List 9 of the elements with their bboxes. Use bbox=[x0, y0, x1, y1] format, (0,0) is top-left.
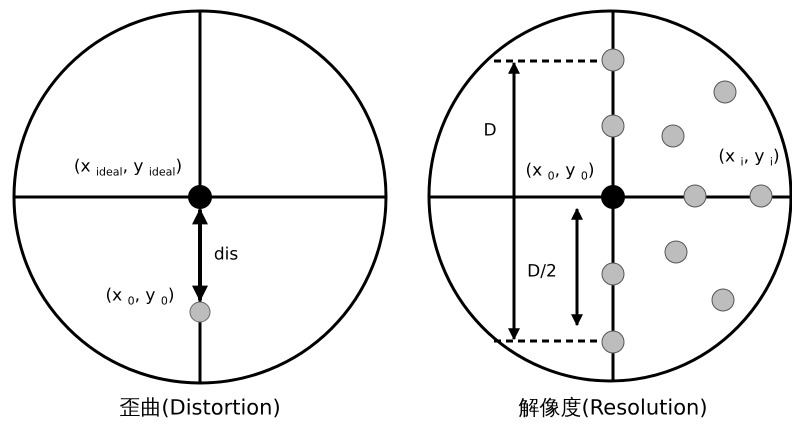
coordinate-label: (x $_{0}$, y $_{0}$) bbox=[525, 161, 595, 183]
coordinate-label: (x $_{ideal}$, y $_{ideal}$) bbox=[74, 157, 182, 179]
dimension-label: D/2 bbox=[527, 262, 557, 282]
caption: 解像度(Resolution) bbox=[518, 396, 708, 420]
caption: 歪曲(Distortion) bbox=[119, 396, 281, 420]
dimension-label: D bbox=[483, 122, 497, 140]
coordinate-label: (x $_{0}$, y $_{0}$) bbox=[105, 286, 175, 308]
coordinate-label: (x $_{i}$, y $_{i}$) bbox=[718, 147, 780, 169]
distance-label: dis bbox=[214, 246, 238, 264]
